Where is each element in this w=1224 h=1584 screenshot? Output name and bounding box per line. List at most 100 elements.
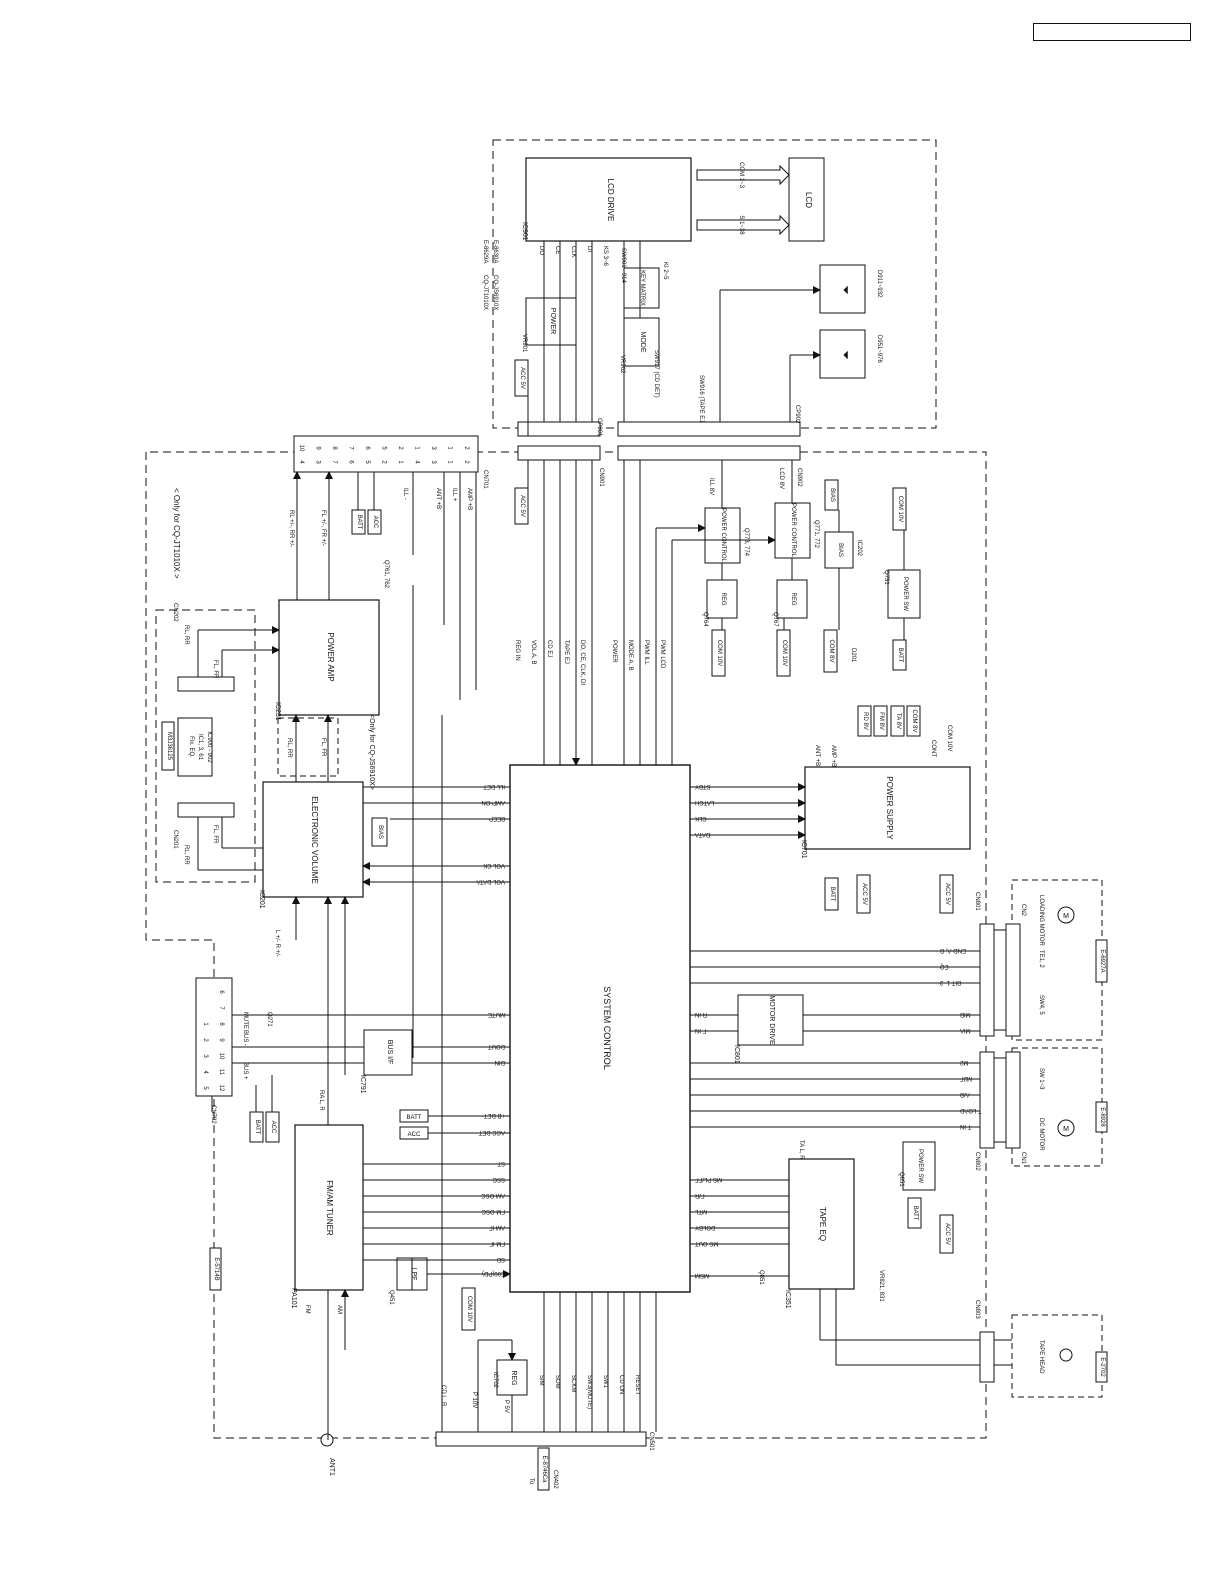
cn702-pin: 12: [218, 1085, 224, 1092]
e8630a-label: E-8630A: [492, 240, 498, 263]
q731-label: Q731: [883, 570, 889, 585]
sw13-label: SW 1~3: [1038, 1068, 1044, 1090]
q271-label: Q271: [266, 1012, 272, 1027]
e8928-label: E-8928: [1099, 1107, 1105, 1127]
acc5v-box-a: ACC 5V: [519, 367, 525, 389]
m3j-label: M3J36125: [166, 732, 172, 761]
ta-lr-label: TA L, R: [798, 1140, 804, 1160]
cn702-pin: 5: [202, 1086, 208, 1090]
bus-if-block: [363, 1029, 413, 1076]
tape-head-outline: [1011, 1314, 1103, 1398]
sys-right-signal: CLK: [695, 815, 707, 821]
cn901-label: CN901: [598, 468, 604, 487]
reg-q767-block: [776, 579, 808, 619]
lcd-drive-label: LCD DRIVE: [606, 179, 615, 222]
com10v-b-label: COM 10V: [946, 725, 952, 751]
tape-eq-block: [788, 1158, 855, 1290]
q767-label: Q767: [772, 612, 778, 627]
cn701-label: CN701: [482, 470, 488, 489]
bias-box-vol: BIAS: [377, 825, 383, 839]
cp901-label: CP901: [596, 418, 602, 437]
cn702-connector: [195, 977, 233, 1097]
sys-left-signal: ACC DET: [478, 1129, 505, 1135]
e5714b-label: E-5714B: [213, 1257, 219, 1280]
power-sw-q651-block: [902, 1141, 936, 1191]
sys-bottom-signal: SIM: [538, 1375, 544, 1386]
sys-right-signal: MSM: [695, 1272, 709, 1278]
seg-arrow: [696, 214, 790, 236]
sys-left-signal: AM IF: [489, 1224, 505, 1230]
cn702-pin: 4: [202, 1070, 208, 1074]
motor-drive-block: [737, 994, 804, 1046]
q761-label: Q761, 762: [383, 560, 389, 589]
sw917-label: SW917 (CD DET): [653, 350, 659, 398]
lcd-label: LCD: [804, 192, 813, 208]
cn701-pin: 5: [364, 460, 370, 464]
batt-box-a: BATT: [356, 515, 362, 530]
rd8v-box: RD 8V: [862, 712, 868, 730]
dc-motor-icon: [1057, 1119, 1075, 1137]
tape-head-icon: [1059, 1348, 1073, 1362]
cn701-pin: 4: [414, 460, 420, 464]
rl-rr-bottom: RL, RR: [183, 845, 189, 865]
power-amp-block: [278, 599, 380, 716]
cn803-strip: [979, 1331, 995, 1383]
bus-if-label: BUS I/F: [386, 1040, 393, 1065]
vr821-label: VR821, 831: [878, 1270, 884, 1302]
system-control-block: [509, 764, 691, 1293]
cn402-label: CN402: [552, 1470, 558, 1489]
e2702-label: E-2702: [1099, 1357, 1105, 1377]
com8v-box-b: COM 8V: [911, 709, 917, 732]
cp901-strip: [517, 421, 601, 437]
ic791-label: IC791: [359, 1075, 366, 1094]
p10v-label: P 10V: [471, 1392, 477, 1408]
mute-left-label: MUTE: [242, 1012, 248, 1029]
sys-right-signal: STBY: [695, 783, 711, 789]
cn701-pin: 2: [397, 446, 403, 450]
ic202-label: IC202: [856, 540, 862, 557]
system-control-label: SYSTEM CONTROL: [602, 986, 612, 1070]
fl-fr-mid: FL, FR: [320, 738, 326, 757]
sys-right-signal: F/R: [694, 1192, 704, 1198]
lcd-drive-block: [525, 157, 692, 242]
sys-right-signal: R IN: [695, 1011, 707, 1017]
q771-label: Q771, 772: [813, 520, 819, 549]
acc5v-box-e: ACC 5V: [944, 1223, 950, 1245]
cn702-pin: 10: [218, 1053, 224, 1060]
power-control-b-label: POWER CONTROL: [790, 503, 796, 557]
q773-label: Q773, 774: [743, 528, 749, 557]
cn702-label: CN702: [210, 1105, 216, 1124]
ill-plus-label: ILL +: [451, 488, 457, 502]
sw45-label: SW4, 5: [1038, 995, 1044, 1015]
sys-top-signal: PWM ILL: [643, 640, 649, 665]
sw901-label: SW901 ~914: [620, 248, 626, 284]
sys-right-signal: MIB: [960, 1011, 971, 1017]
power-amp-label: POWER AMP: [326, 632, 335, 681]
sys-right-signal: END-A, B: [940, 947, 966, 953]
lcd-signal: KS 3~6: [602, 246, 608, 267]
sys-left-signal: FM OSC: [481, 1208, 505, 1214]
power-vr-label: POWER: [549, 308, 556, 334]
power-vr-block: [525, 297, 577, 346]
cn701-pin: 7: [331, 460, 337, 464]
batt-box-c: BATT: [829, 887, 835, 902]
m3j-box: [161, 721, 175, 771]
cqjt-label: CQ-JT1010X: [482, 275, 488, 310]
cn702-pin: 3: [202, 1054, 208, 1058]
sys-left-signal: SD: [496, 1256, 505, 1262]
antenna-jack-icon: [320, 1433, 334, 1447]
cn701-connector: [293, 435, 479, 473]
sys-right-signal: DOLBY: [695, 1224, 715, 1230]
ill-minus-label: ILL -: [402, 488, 408, 500]
power-supply-label: POWER SUPPLY: [885, 776, 894, 840]
sys-right-signal: T IN: [960, 1123, 971, 1129]
sys-left-signal: E00(PD): [482, 1270, 505, 1276]
ic701-label: IC701: [800, 840, 807, 859]
sys-left-signal: AMP ON: [481, 799, 505, 805]
cn701-pin: 6: [364, 446, 370, 450]
cn701-pin: 8: [331, 446, 337, 450]
sys-top-signal: MODE A, B: [627, 640, 633, 671]
sys-right-signal: DATA: [695, 831, 710, 837]
